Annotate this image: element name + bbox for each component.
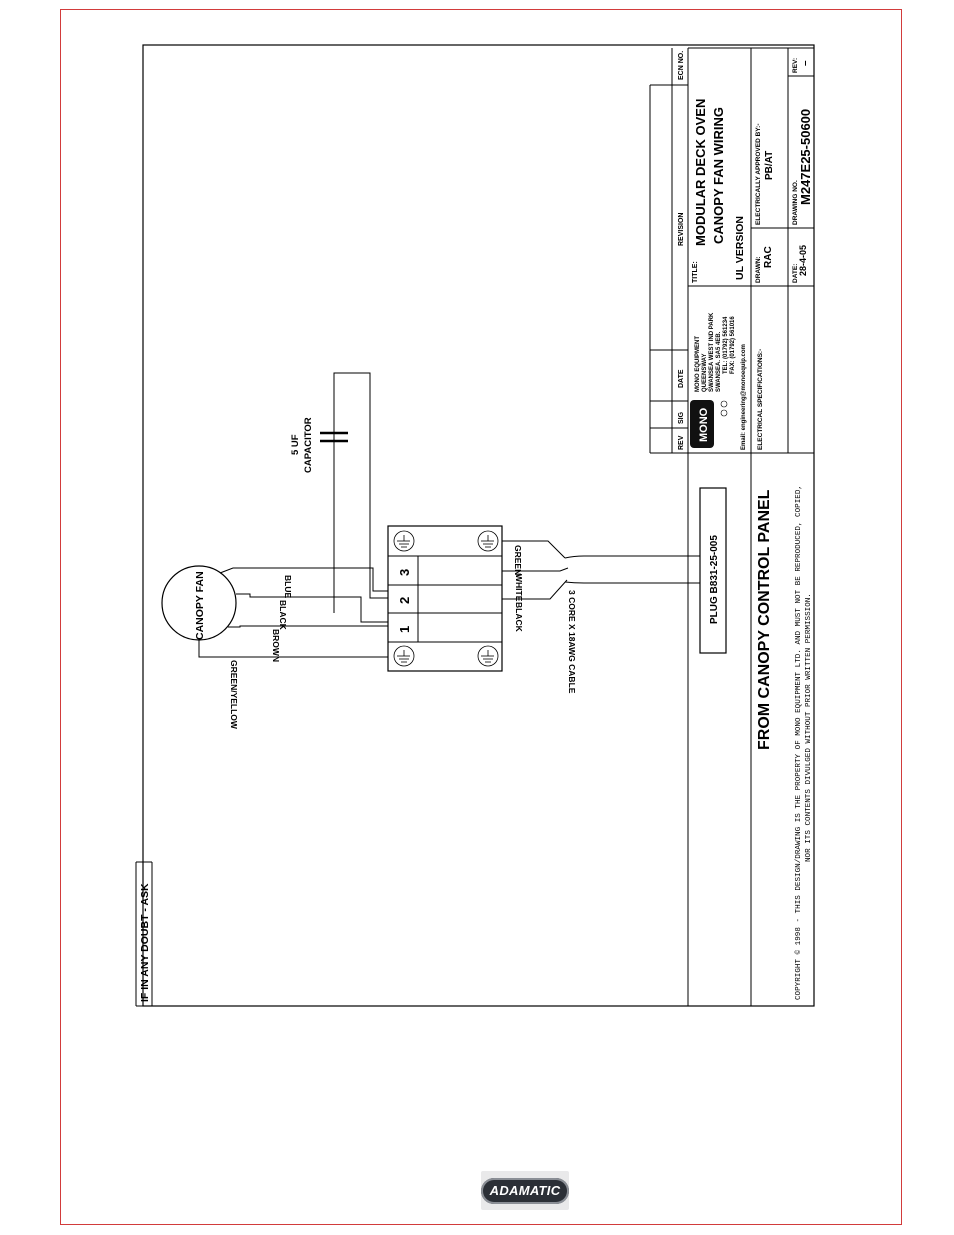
drawing-no-label: DRAWING NO.	[792, 180, 799, 225]
date-label: DATE:	[792, 264, 799, 283]
wire-label-black-supply: BLACK	[514, 602, 524, 633]
sig-header: SIG	[678, 411, 685, 424]
wire-black	[236, 593, 388, 623]
wire-label-brown: BROWN	[271, 629, 281, 662]
capacitor-label: CAPACITOR	[303, 417, 314, 473]
wire-label-black: BLACK	[278, 600, 288, 631]
drawing-border	[142, 44, 815, 1007]
company-line: SWANSEA. SA5 4EB.	[716, 331, 722, 392]
wire-blue	[219, 567, 388, 592]
rev-label: REV:	[792, 58, 799, 73]
electrical-specs-label: ELECTRICAL SPECIFICATIONS:-	[757, 349, 764, 450]
earth-terminal-top	[393, 530, 499, 552]
title-label: TITLE:	[692, 261, 699, 283]
wire-label-white: WHITE	[514, 574, 524, 602]
company-line: SWANSEA WEST IND PARK	[709, 312, 715, 392]
approval-mark-icon	[720, 400, 728, 408]
title-line-1: MODULAR DECK OVEN	[693, 99, 708, 246]
wire-black-supply	[502, 579, 568, 600]
approved-label: ELECTRICALLY APPROVED BY:-	[755, 124, 762, 225]
wire-green-yellow	[198, 640, 388, 658]
company-line: QUEENSWAY	[702, 354, 708, 392]
adamatic-logo-badge: ADAMATIC	[480, 1177, 570, 1204]
adamatic-logo-text: ADAMATIC	[489, 1182, 561, 1198]
terminal-3: 3	[397, 569, 412, 576]
plug	[699, 487, 727, 654]
title-line-3: UL VERSION	[734, 216, 746, 280]
capacitor-value: 5 UF	[290, 434, 301, 455]
company-line: TEL: (01792) 561234	[723, 316, 729, 374]
mono-logo-text: MONO	[698, 407, 710, 442]
wire-white	[502, 567, 569, 572]
wire-brown	[228, 625, 330, 628]
wire-label-green-yellow: GREEN/YELLOW	[229, 660, 239, 730]
supply-cable	[502, 540, 700, 600]
wire-label-blue: BLUE	[283, 575, 293, 598]
mono-logo	[690, 400, 714, 448]
terminal-2: 2	[397, 597, 412, 604]
company-line: MONO EQUIPMENT	[695, 336, 701, 392]
plug-label: PLUG B831-25-005	[709, 535, 720, 624]
canopy-fan: CANOPY FAN	[161, 565, 237, 641]
terminal-1: 1	[397, 626, 412, 633]
rev-value: –	[800, 60, 811, 66]
ecn-header: ECN NO.	[678, 51, 685, 80]
fan-label: CANOPY FAN	[194, 571, 206, 640]
title-line-2: CANOPY FAN WIRING	[711, 107, 726, 244]
source-label: FROM CANOPY CONTROL PANEL	[756, 489, 773, 750]
cable-label: 3 CORE X 18AWG CABLE	[567, 590, 577, 694]
wire-label-green: GREEN	[513, 545, 523, 575]
doubt-notice: IF IN ANY DOUBT - ASK	[139, 883, 151, 1002]
earth-terminal-bottom	[393, 645, 499, 667]
rev-header: REV	[678, 435, 685, 450]
copyright-line-1: COPYRIGHT © 1998 - THIS DESIGN/DRAWING I…	[794, 485, 803, 1000]
approved-value: PB/AT	[764, 151, 775, 180]
drawing-no-value: M247E25-50600	[798, 109, 813, 205]
capacitor	[320, 372, 388, 613]
approval-mark-icon	[720, 409, 728, 417]
adamatic-logo: ADAMATIC	[480, 1171, 570, 1210]
company-email: Email: engineering@monoequip.com	[741, 344, 747, 450]
copyright-line-2: NOR ITS CONTENTS DIVULGED WITHOUT PRIOR …	[805, 593, 813, 862]
company-line: FAX: (01792) 561016	[730, 316, 736, 374]
revision-header: REVISION	[678, 213, 685, 246]
date-value: 28-4-05	[798, 245, 808, 276]
title-block: REV SIG DATE REVISION ECN NO. MONO MONO …	[649, 47, 814, 1006]
wire-green	[502, 540, 566, 559]
drawn-label: DRAWN:	[755, 256, 762, 283]
capacitor-wire	[333, 372, 388, 613]
page-frame	[60, 9, 902, 1225]
date-header: DATE	[678, 369, 685, 388]
drawn-value: RAC	[763, 246, 774, 268]
